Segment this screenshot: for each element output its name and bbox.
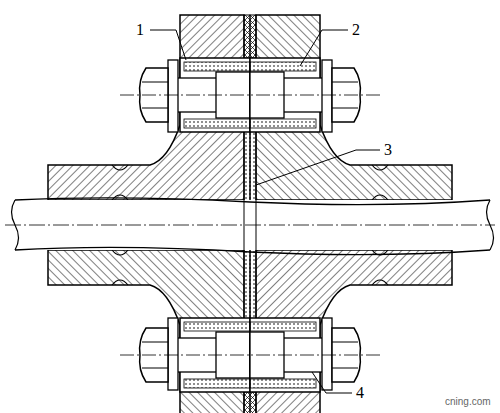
callout-number: 3	[384, 142, 392, 158]
callout-number: 2	[352, 22, 360, 38]
callout-number: 1	[136, 22, 144, 38]
callout-number: 4	[356, 385, 364, 401]
watermark: cning.com	[445, 397, 491, 407]
